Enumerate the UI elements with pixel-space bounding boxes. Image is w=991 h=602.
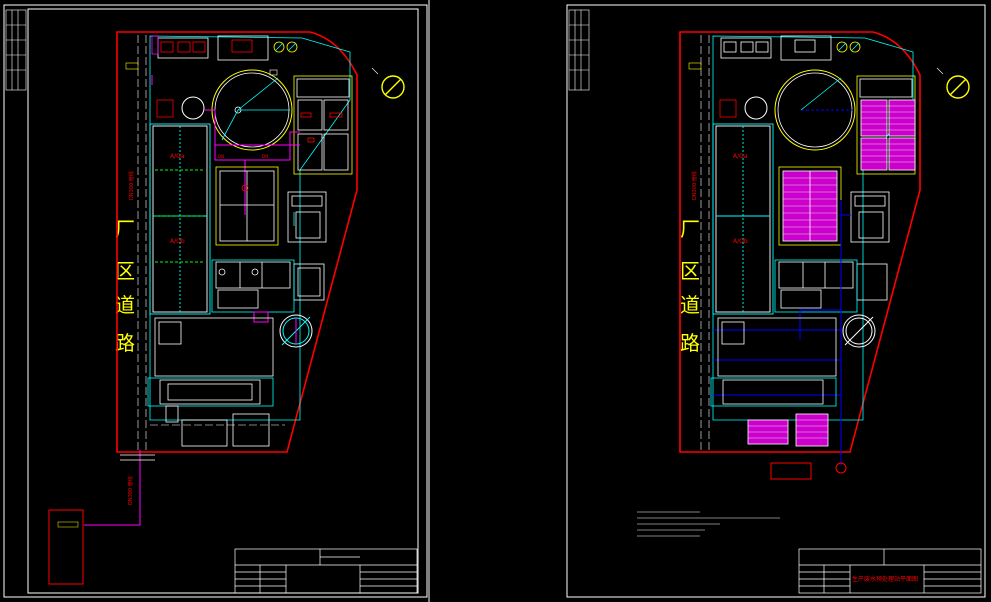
sheet-inner-border bbox=[27, 8, 419, 594]
valve-icon bbox=[836, 41, 848, 53]
bottom-buildings bbox=[147, 317, 274, 447]
notes-block bbox=[637, 511, 780, 537]
prohibition-circle-icon bbox=[936, 67, 970, 99]
pipe-tag: DN bbox=[218, 154, 224, 159]
sheet-right: 厂 区 道 路 bbox=[566, 4, 986, 598]
marker-box bbox=[688, 62, 702, 70]
sheet-border bbox=[3, 4, 428, 598]
road-char: 厂 bbox=[115, 217, 135, 241]
pump-pit bbox=[253, 311, 313, 348]
lower-row bbox=[774, 259, 888, 313]
road-char: 道 bbox=[115, 293, 135, 317]
tank-label: A/Oa bbox=[170, 153, 185, 160]
road-char: 区 bbox=[680, 259, 700, 283]
title-block bbox=[798, 548, 982, 594]
sheet-left: 厂 区 道 路 bbox=[3, 4, 428, 598]
outside-building bbox=[770, 462, 812, 480]
sheet-border bbox=[566, 4, 986, 598]
road-char: 路 bbox=[680, 331, 700, 355]
title-block bbox=[234, 548, 418, 594]
road-char: 路 bbox=[115, 331, 135, 355]
valve-icon bbox=[286, 41, 298, 53]
hatched-area bbox=[795, 413, 829, 447]
plant-outline bbox=[149, 35, 351, 421]
road-char: 道 bbox=[680, 293, 700, 317]
dosing-room bbox=[287, 191, 327, 243]
pipe-label: DN300 管线 bbox=[127, 476, 134, 505]
hatched-area bbox=[860, 137, 888, 171]
right-buildings bbox=[293, 75, 353, 175]
road-char: 区 bbox=[115, 259, 135, 283]
ao-tanks bbox=[712, 123, 774, 315]
clarifier bbox=[211, 69, 293, 151]
lower-row bbox=[211, 259, 325, 313]
road-label: 厂 区 道 路 bbox=[680, 217, 700, 355]
pump-box bbox=[719, 99, 737, 118]
middle-building bbox=[778, 166, 842, 246]
top-buildings bbox=[720, 35, 861, 61]
pipe-tag: DN bbox=[262, 154, 268, 159]
valve-icon bbox=[241, 184, 249, 192]
tank-label: A/Ob bbox=[733, 238, 748, 245]
pump-pit bbox=[842, 314, 876, 348]
right-buildings bbox=[856, 75, 916, 175]
outside-building-tag bbox=[57, 521, 79, 528]
site-boundary bbox=[679, 31, 921, 453]
valve-icon bbox=[273, 41, 285, 53]
gate bbox=[120, 454, 155, 461]
small-tank bbox=[744, 96, 768, 120]
pipe-network bbox=[713, 200, 851, 465]
plant-outline bbox=[712, 35, 914, 421]
hatched-area bbox=[888, 137, 916, 171]
small-tank bbox=[181, 96, 205, 120]
bottom-buildings bbox=[710, 317, 837, 447]
prohibition-circle-icon bbox=[371, 67, 405, 99]
binding-strip bbox=[5, 9, 27, 91]
clarifier bbox=[774, 69, 856, 151]
pipe-label: DN300 管线 bbox=[128, 171, 135, 200]
middle-building bbox=[215, 166, 279, 246]
top-buildings bbox=[151, 35, 298, 61]
pump-box bbox=[156, 99, 174, 118]
binding-strip bbox=[568, 9, 590, 91]
outside-building bbox=[48, 509, 84, 585]
tank-label: A/Ob bbox=[170, 238, 185, 245]
drawing-title: 生产废水预处理站平面图 bbox=[852, 575, 918, 583]
dosing-room bbox=[850, 191, 890, 243]
road-label: 厂 区 道 路 bbox=[115, 217, 135, 355]
tank-label: A/Oa bbox=[733, 153, 748, 160]
pipe-network bbox=[84, 75, 300, 526]
site-boundary bbox=[116, 31, 358, 453]
valve-icon bbox=[849, 41, 861, 53]
road-char: 厂 bbox=[680, 217, 700, 241]
valve-icon bbox=[835, 462, 847, 474]
marker-box bbox=[125, 62, 139, 70]
ao-tanks bbox=[149, 123, 211, 315]
pipe-label: DN300 管线 bbox=[691, 171, 698, 200]
